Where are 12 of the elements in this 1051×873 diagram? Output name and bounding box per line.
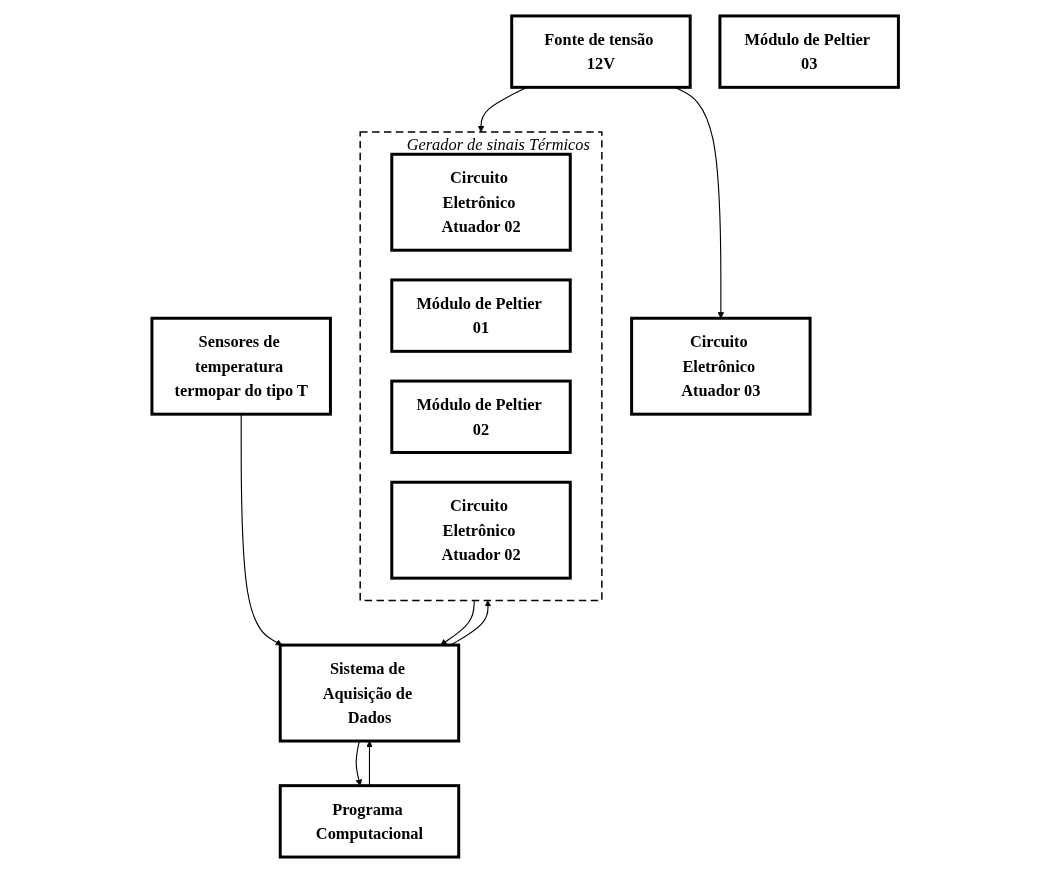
arrow: [450, 600, 492, 646]
node-box: Módulo de Peltier 02: [390, 379, 573, 454]
node-box: Programa Computacional: [279, 784, 461, 859]
node-box: Circuito Eletrônico Atuador 02: [390, 480, 573, 580]
node-box: Módulo de Peltier 03: [718, 14, 901, 89]
arrow: [440, 599, 476, 646]
node-box: Circuito Eletrônico Atuador 03: [630, 316, 812, 416]
node-box: Fonte de tensão 12V: [510, 14, 692, 89]
node-box: Módulo de Peltier 01: [390, 278, 573, 353]
node-box: Circuito Eletrônico Atuador 02: [390, 152, 573, 252]
node-box: Sensores de temperatura termopar do tipo T: [150, 316, 333, 416]
node-box: Sistema de Aquisição de Dados: [279, 643, 461, 743]
